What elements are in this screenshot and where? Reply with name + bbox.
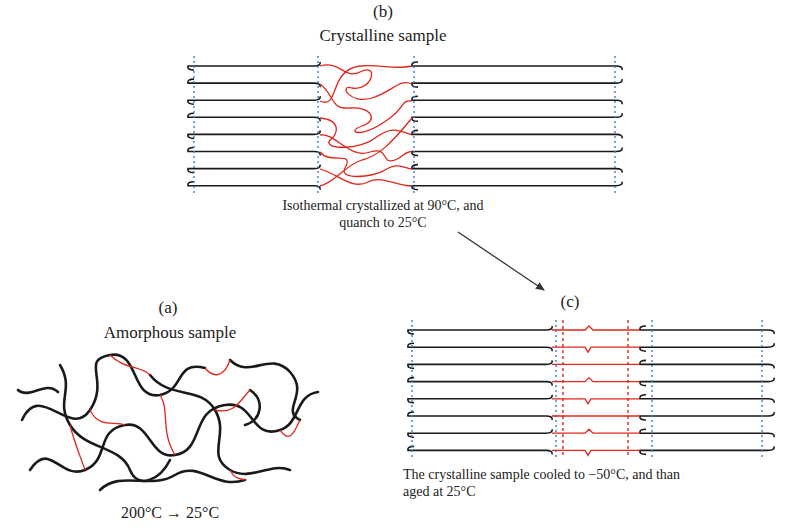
process-arrow: [458, 232, 544, 290]
taut-chain: [552, 364, 640, 365]
taut-chain: [552, 450, 640, 455]
chain-fold: [412, 96, 622, 104]
caption-text: Amorphous sample: [80, 323, 260, 343]
lamella-boundary: [651, 320, 652, 460]
chain-fold: [188, 79, 320, 87]
panel-letter: (b): [343, 2, 423, 22]
panel-letter: (a): [128, 298, 208, 318]
chain-fold: [412, 182, 622, 190]
chain-fold: [412, 165, 622, 173]
chain-fold: [412, 148, 622, 156]
amorphous-chains: [320, 65, 412, 186]
chain-fold: [640, 429, 774, 437]
chain-fold: [640, 378, 774, 386]
taut-tie-chains: [552, 326, 640, 455]
chain-fold: [412, 130, 622, 138]
chain-fold: [188, 148, 320, 156]
chain-fold: [408, 395, 552, 403]
chain-fold: [408, 343, 552, 351]
lamella-boundary: [413, 56, 414, 195]
caption-text: Isothermal crystallized at 90°C, and qua…: [268, 198, 498, 232]
chain-fold: [640, 360, 774, 368]
chain-fold: [408, 360, 552, 368]
lamella-boundary: [317, 56, 318, 195]
chain-fold: [412, 62, 622, 70]
chain-fold: [412, 113, 622, 121]
chain-fold: [408, 446, 552, 454]
taut-chain: [552, 399, 640, 404]
chain-fold: [188, 96, 320, 104]
crystalline-lamellae: [188, 56, 622, 195]
taut-chain: [552, 415, 640, 416]
panel-letter: (c): [530, 292, 610, 312]
taut-chain: [552, 378, 640, 382]
taut-chain: [552, 347, 640, 352]
lamella-boundary: [193, 56, 194, 195]
interface-line: [562, 320, 563, 458]
chain-fold: [408, 378, 552, 386]
taut-chain: [552, 326, 640, 330]
chain-fold: [188, 130, 320, 138]
chain-fold: [640, 326, 774, 334]
chain-fold: [188, 182, 320, 190]
caption-text: 200°C → 25°C: [95, 503, 245, 522]
caption-text: The crystalline sample cooled to −50°C, …: [403, 467, 703, 501]
chain-fold: [640, 412, 774, 420]
lamella-boundary: [614, 56, 615, 195]
chain-fold: [188, 62, 320, 70]
chain-fold: [640, 446, 774, 454]
chain-fold: [640, 395, 774, 403]
chain-fold: [408, 326, 552, 334]
chain-fold: [188, 165, 320, 173]
amorphous-coils: [18, 355, 318, 490]
chain-fold: [640, 343, 774, 351]
aged-lamellae: [408, 320, 774, 460]
lamella-boundary: [411, 320, 412, 460]
chain-fold: [408, 429, 552, 437]
lamella-boundary: [761, 320, 762, 460]
interface-line: [627, 320, 628, 458]
caption-text: Crystalline sample: [283, 26, 483, 46]
chain-fold: [408, 412, 552, 420]
chain-fold: [412, 79, 622, 87]
taut-chain: [552, 429, 640, 433]
lamella-boundary: [555, 320, 556, 460]
chain-fold: [188, 113, 320, 121]
tie-chains: [70, 355, 300, 480]
